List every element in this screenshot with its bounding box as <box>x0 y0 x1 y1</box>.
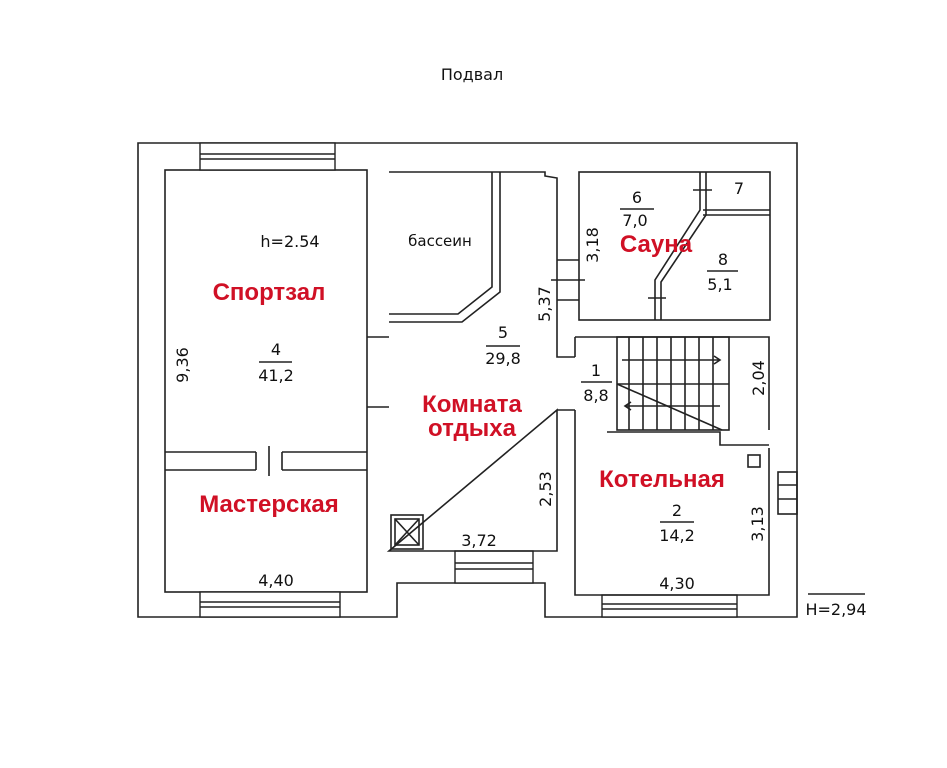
exterior-steps <box>777 471 798 515</box>
rest-room-walls <box>386 171 575 552</box>
workshop-name: Мастерская <box>199 491 338 518</box>
rest-name-1: Комната <box>422 391 522 418</box>
dim-boiler-length: 3,13 <box>748 506 767 542</box>
boiler-icon <box>747 454 761 468</box>
window-bottom-left <box>199 591 341 618</box>
sauna-name: Сауна <box>620 231 693 258</box>
window-bottom-mid <box>454 550 534 584</box>
dim-gym-width: 4,40 <box>258 571 294 590</box>
sauna-number: 6 <box>632 188 642 207</box>
boiler-name: Котельная <box>599 466 725 493</box>
total-height: H=2,94 <box>805 600 866 619</box>
boiler-number: 2 <box>672 501 682 520</box>
boiler-area: 14,2 <box>659 526 695 545</box>
plan-title: Подвал <box>441 65 503 84</box>
dim-gym-length: 9,36 <box>173 347 192 383</box>
dim-rest-width: 3,72 <box>461 531 497 550</box>
dim-rest-lower: 2,53 <box>536 471 555 507</box>
sauna-room8-area: 5,1 <box>707 275 732 294</box>
stairs-number: 1 <box>591 361 601 380</box>
sauna-room7-number: 7 <box>734 179 744 198</box>
dim-rest-length: 5,37 <box>535 286 554 322</box>
dim-boiler-width: 4,30 <box>659 574 695 593</box>
rest-number: 5 <box>498 323 508 342</box>
gym-number: 4 <box>271 340 281 359</box>
gym-area: 41,2 <box>258 366 294 385</box>
pool-name: бассеин <box>408 232 472 250</box>
window-top <box>199 142 336 171</box>
pool-walls <box>389 172 501 323</box>
rest-name-2: отдыха <box>428 415 517 442</box>
dim-sauna-length: 3,18 <box>583 227 602 263</box>
dim-stairs-length: 2,04 <box>749 360 768 396</box>
stairs-area: 8,8 <box>583 386 608 405</box>
sauna-area: 7,0 <box>622 211 647 230</box>
vent-icon <box>390 514 424 550</box>
rest-area: 29,8 <box>485 349 521 368</box>
boiler-walls <box>574 410 770 596</box>
sauna-room8-number: 8 <box>718 250 728 269</box>
gym-name: Спортзал <box>213 279 326 306</box>
gym-height: h=2.54 <box>260 232 319 251</box>
sauna-walls <box>578 171 771 321</box>
window-bottom-right <box>601 594 738 618</box>
staircase <box>616 336 730 431</box>
